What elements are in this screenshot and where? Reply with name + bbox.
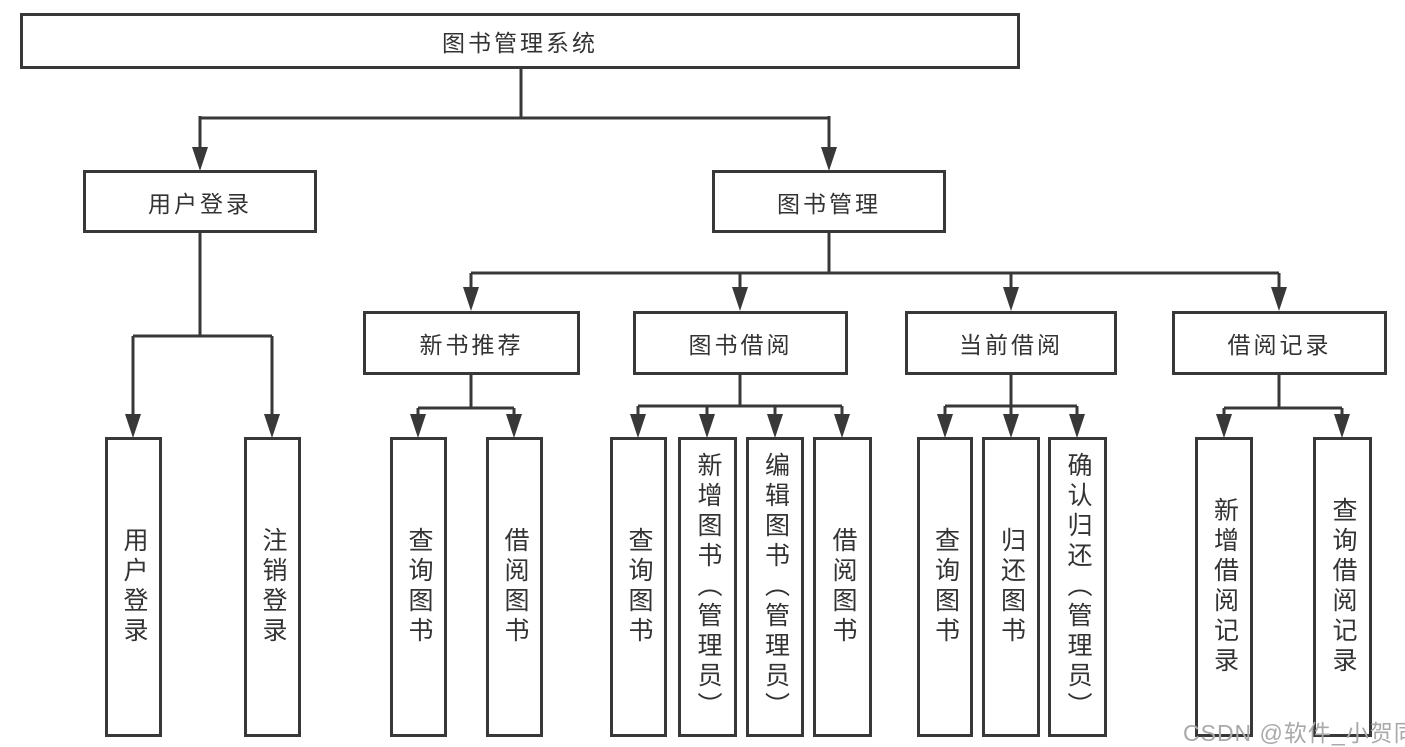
leaf-edit-books-admin: 编辑图书（管理员）	[746, 437, 804, 737]
leaf-return-books-label: 归还图书	[997, 527, 1026, 647]
leaf-borrow-books-borrowing: 借阅图书	[813, 437, 872, 737]
leaf-query-borrow-record: 查询借阅记录	[1313, 437, 1372, 737]
node-current-borrowing-label: 当前借阅	[959, 332, 1063, 358]
leaf-borrow-books-recommend-label: 借阅图书	[501, 527, 529, 647]
node-user-login: 用户登录	[83, 170, 317, 233]
node-new-book-recommendation-label: 新书推荐	[419, 332, 524, 358]
leaf-query-books-borrowing-label: 查询图书	[625, 527, 653, 647]
leaf-add-borrow-record: 新增借阅记录	[1195, 437, 1253, 737]
node-library-management-system: 图书管理系统	[20, 13, 1020, 69]
node-book-borrowing-label: 图书借阅	[688, 332, 793, 358]
leaf-add-borrow-record-label: 新增借阅记录	[1210, 497, 1239, 677]
leaf-query-books-borrowing: 查询图书	[610, 437, 667, 737]
leaf-add-books-admin: 新增图书（管理员）	[678, 437, 737, 737]
node-book-management: 图书管理	[712, 170, 946, 233]
node-book-management-label: 图书管理	[777, 190, 881, 217]
leaf-logout: 注销登录	[244, 437, 301, 737]
leaf-query-books-recommend: 查询图书	[390, 437, 447, 737]
node-current-borrowing: 当前借阅	[905, 311, 1117, 375]
leaf-confirm-return-admin-label: 确认归还（管理员）	[1064, 452, 1092, 722]
leaf-query-books-recommend-label: 查询图书	[405, 527, 433, 647]
leaf-borrow-books-borrowing-label: 借阅图书	[829, 527, 857, 647]
arrowheads	[125, 147, 1350, 438]
node-book-borrowing: 图书借阅	[633, 311, 848, 375]
node-new-book-recommendation: 新书推荐	[363, 311, 580, 375]
node-user-login-label: 用户登录	[148, 190, 252, 217]
leaf-logout-label: 注销登录	[259, 527, 287, 647]
leaf-query-books-current: 查询图书	[917, 437, 973, 737]
csdn-watermark: CSDN @软件_小贺同学	[1183, 720, 1405, 746]
leaf-borrow-books-recommend: 借阅图书	[486, 437, 543, 737]
leaf-confirm-return-admin: 确认归还（管理员）	[1048, 437, 1107, 737]
leaf-query-books-current-label: 查询图书	[931, 527, 960, 647]
leaf-return-books: 归还图书	[982, 437, 1040, 737]
leaf-add-books-admin-label: 新增图书（管理员）	[694, 452, 722, 722]
leaf-query-borrow-record-label: 查询借阅记录	[1329, 497, 1357, 677]
node-borrow-records-label: 借阅记录	[1227, 332, 1332, 358]
node-library-management-system-label: 图书管理系统	[442, 30, 598, 56]
leaf-user-login: 用户登录	[105, 437, 162, 737]
leaf-edit-books-admin-label: 编辑图书（管理员）	[761, 452, 790, 722]
leaf-user-login-label: 用户登录	[120, 527, 148, 647]
node-borrow-records: 借阅记录	[1172, 311, 1387, 375]
